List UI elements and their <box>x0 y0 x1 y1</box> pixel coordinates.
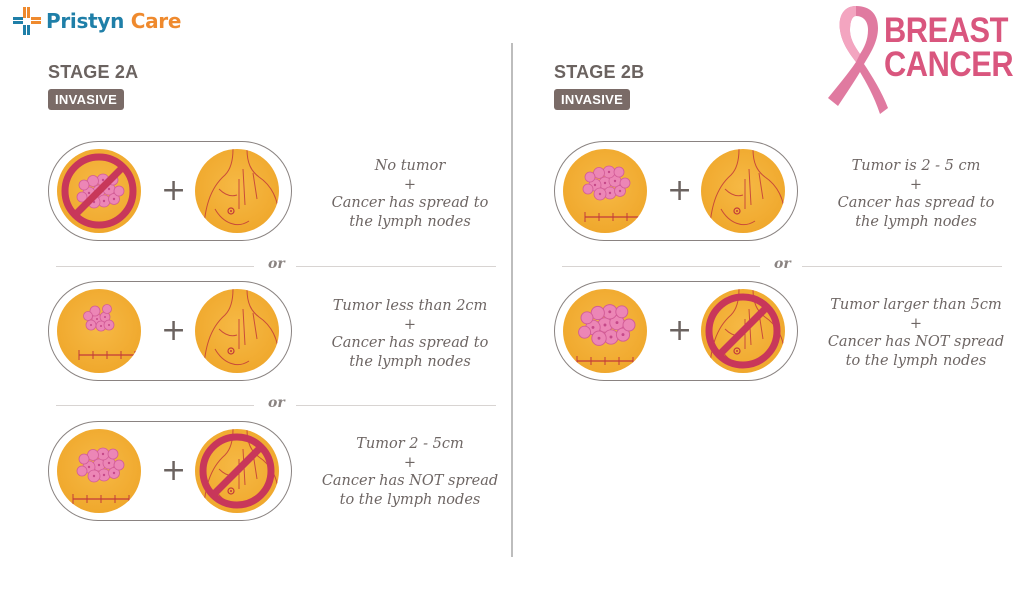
case-card: + <box>48 141 292 241</box>
or-divider: or <box>56 256 496 273</box>
case-description: Tumor is 2 - 5 cm + Cancer has spread to… <box>837 158 995 230</box>
case-description: Tumor less than 2cm + Cancer has spread … <box>331 298 489 370</box>
case-card: + <box>48 421 292 521</box>
stage-title: STAGE 2B <box>554 62 645 82</box>
case-description: No tumor + Cancer has spread to the lymp… <box>331 158 489 230</box>
plus-icon: + <box>161 313 187 348</box>
plus-icon: + <box>667 173 693 208</box>
small-tumor-with-ruler-icon <box>57 289 141 373</box>
case-card: + <box>554 141 798 241</box>
lymph-nodes-spread-icon <box>195 289 279 373</box>
plus-icon: + <box>667 313 693 348</box>
case-description: Tumor larger than 5cm + Cancer has NOT s… <box>827 297 1005 369</box>
brand-name: Pristyn Care <box>46 9 182 33</box>
cross-plus-logo-icon <box>13 7 41 35</box>
plus-icon: + <box>161 173 187 208</box>
lymph-nodes-not-spread-prohibited-icon <box>195 429 279 513</box>
lymph-nodes-spread-icon <box>701 149 785 233</box>
brand-logo: Pristyn Care <box>12 6 181 36</box>
breast-cancer-title: BREAST CANCER <box>884 11 1014 84</box>
invasive-badge: INVASIVE <box>48 89 125 110</box>
or-divider: or <box>562 256 1002 273</box>
breast-cancer-logo: BREAST CANCER <box>826 2 1016 120</box>
lymph-nodes-spread-icon <box>195 149 279 233</box>
no-tumor-prohibited-icon <box>57 149 141 233</box>
medium-tumor-with-ruler-icon <box>57 429 141 513</box>
case-description: Tumor 2 - 5cm + Cancer has NOT spread to… <box>321 436 499 508</box>
invasive-badge: INVASIVE <box>554 89 631 110</box>
lymph-nodes-not-spread-prohibited-icon <box>701 289 785 373</box>
or-divider: or <box>56 395 496 412</box>
medium-tumor-with-ruler-icon <box>563 149 647 233</box>
case-card: + <box>554 281 798 381</box>
pink-ribbon-icon <box>828 6 888 114</box>
case-card: + <box>48 281 292 381</box>
stage-title: STAGE 2A <box>48 62 139 82</box>
column-divider <box>511 43 513 557</box>
plus-icon: + <box>161 453 187 488</box>
large-tumor-with-ruler-icon <box>563 289 647 373</box>
